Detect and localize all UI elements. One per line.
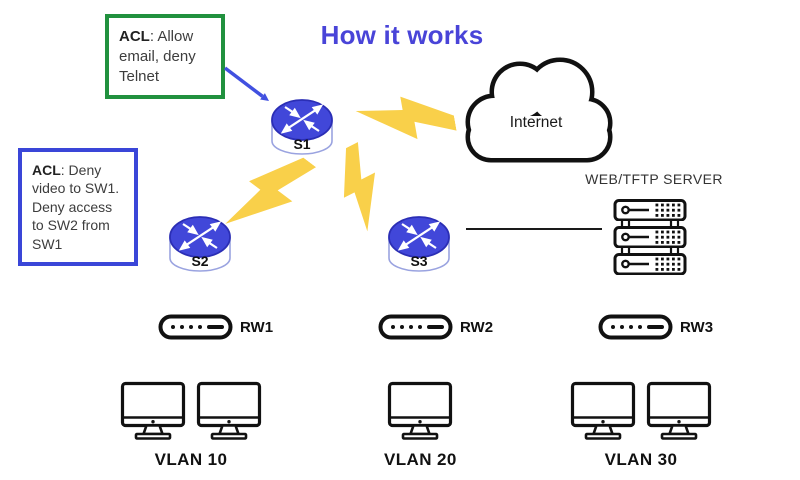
- router-icon: [266, 91, 338, 163]
- vlan-20-group: VLAN 20: [384, 381, 457, 470]
- acl-note-bold-label: ACL: [119, 28, 150, 45]
- switch-s2-label: S2: [191, 253, 209, 269]
- acl-note-text: : Allow email, deny Telnet: [119, 28, 196, 85]
- vlan-30-group: VLAN 30: [570, 381, 712, 470]
- wireless-router-icon: [158, 314, 236, 340]
- acl-note-text: : Deny video to SW1. Deny access to SW2 …: [32, 162, 120, 252]
- computer-icon: [646, 381, 712, 443]
- diagram-title: How it works: [320, 20, 484, 50]
- switch-s2: S2: [164, 208, 236, 280]
- wireless-router-rw1: RW1: [158, 314, 273, 340]
- vlan-10-label: VLAN 10: [154, 450, 228, 469]
- lightning-bolt-internet-icon: [355, 88, 458, 152]
- wireless-router-icon: [598, 314, 676, 340]
- router-icon: [164, 208, 236, 280]
- vlan-10-group: VLAN 10: [120, 381, 262, 470]
- internet-cloud: Internet: [456, 56, 616, 168]
- wireless-router-rw3: RW3: [598, 314, 713, 340]
- internet-cloud-label: Internet: [509, 114, 563, 131]
- switch-s3: S3: [383, 208, 455, 280]
- server-rack-icon: [612, 199, 688, 279]
- computer-icon: [196, 381, 262, 443]
- server-label: WEB/TFTP SERVER: [585, 171, 723, 187]
- acl-arrow-icon: [223, 66, 269, 101]
- vlan-30-label: VLAN 30: [604, 450, 678, 469]
- acl-note-allow-email: ACL: Allow email, deny Telnet: [105, 14, 225, 100]
- vlan-20-label: VLAN 20: [384, 450, 457, 469]
- acl-note-bold-label: ACL: [32, 162, 61, 178]
- wireless-router-rw2-label: RW2: [460, 318, 494, 336]
- switch-s1: S1: [266, 91, 338, 163]
- wireless-router-rw1-label: RW1: [240, 318, 274, 336]
- computer-icon: [570, 381, 636, 443]
- switch-s3-label: S3: [410, 253, 428, 269]
- wireless-router-rw3-label: RW3: [680, 318, 714, 336]
- wireless-router-icon: [378, 314, 456, 340]
- computer-icon: [387, 381, 453, 443]
- switch-s1-label: S1: [293, 136, 311, 152]
- router-icon: [383, 208, 455, 280]
- computer-icon: [120, 381, 186, 443]
- wireless-router-rw2: RW2: [378, 314, 493, 340]
- web-tftp-server: [612, 199, 688, 279]
- cloud-icon: [456, 56, 616, 168]
- acl-note-deny-video: ACL: Deny video to SW1. Deny access to S…: [18, 148, 138, 267]
- link-s3-server-line: [466, 228, 602, 230]
